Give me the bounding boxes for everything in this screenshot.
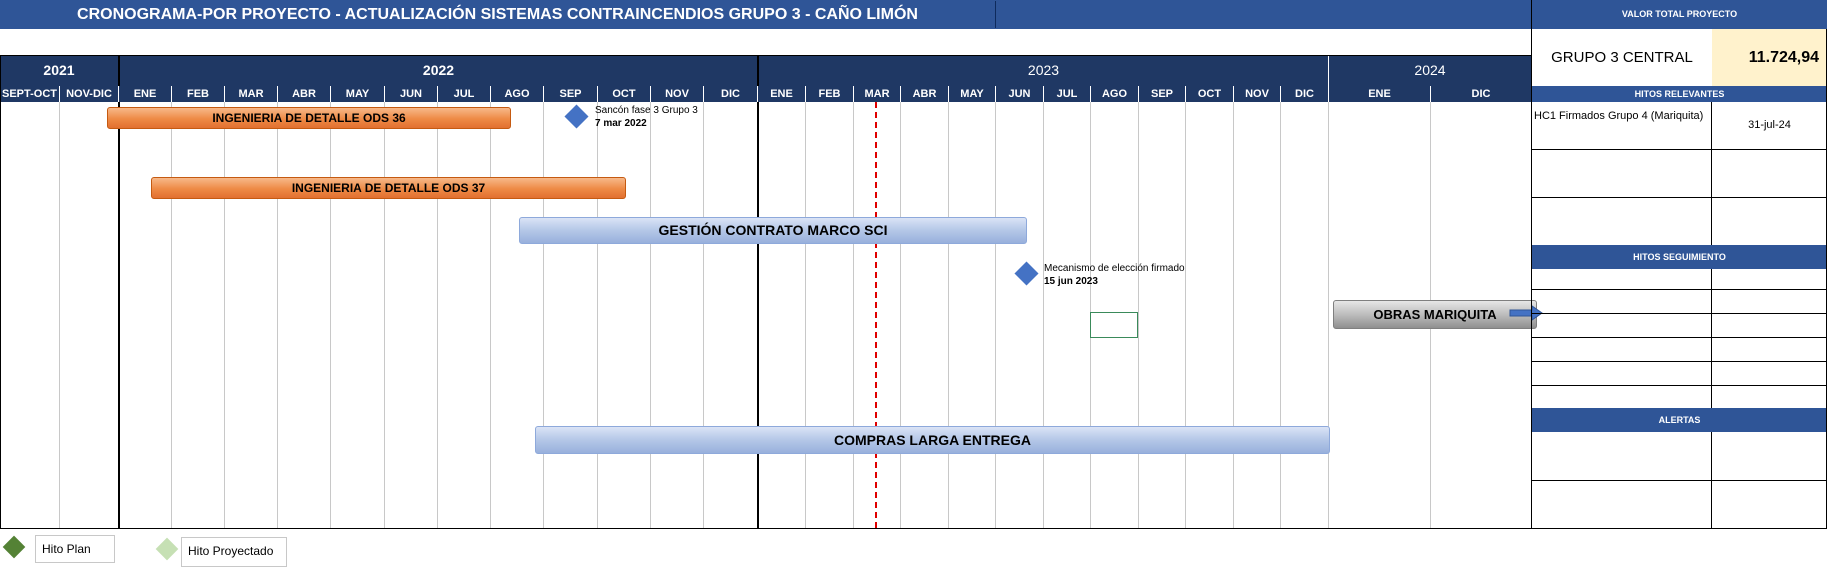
- project-value: 11.724,94: [1712, 29, 1827, 86]
- grid-line: [543, 102, 544, 528]
- today-marker-line: [875, 102, 877, 528]
- grid-line: [948, 102, 949, 528]
- month-header: SEPT-OCT: [0, 86, 59, 102]
- month-header: OCT: [1185, 86, 1233, 102]
- title-divider: [995, 1, 996, 28]
- gantt-bar-compras-larga-entrega[interactable]: COMPRAS LARGA ENTREGA: [535, 426, 1330, 454]
- month-header: AGO: [490, 86, 543, 102]
- month-header: JUL: [1043, 86, 1090, 102]
- hitos-seguimiento-header: HITOS SEGUIMIENTO: [1532, 245, 1827, 269]
- project-name: GRUPO 3 CENTRAL: [1551, 49, 1693, 66]
- milestone-text: Sancón fase 3 Grupo 3: [595, 105, 698, 116]
- month-header: DIC: [1430, 86, 1531, 102]
- page-title: CRONOGRAMA-POR PROYECTO - ACTUALIZACIÓN …: [77, 6, 918, 23]
- grid-line: [597, 102, 598, 528]
- legend-hito-plan: Hito Plan: [35, 535, 115, 563]
- side-panel-row-line: [1532, 385, 1827, 386]
- side-panel-row-line: [1532, 149, 1827, 150]
- milestone-text: Mecanismo de elección firmado: [1044, 263, 1185, 274]
- grid-line: [171, 102, 172, 528]
- grid-line: [1233, 102, 1234, 528]
- year-header-2021: 2021: [0, 55, 118, 86]
- grid-line: [703, 102, 704, 528]
- month-header: JUL: [437, 86, 490, 102]
- grid-line: [490, 102, 491, 528]
- month-header: FEB: [171, 86, 224, 102]
- title-bar: [0, 0, 1531, 29]
- month-header: ABR: [277, 86, 330, 102]
- arrow-right-icon: [1509, 305, 1543, 321]
- side-panel-row-line: [1532, 361, 1827, 362]
- month-header: ENE: [1328, 86, 1430, 102]
- side-panel-divider: [1711, 269, 1712, 408]
- legend-hito-proyectado: Hito Proyectado: [181, 537, 287, 567]
- grid-line: [224, 102, 225, 528]
- month-header: OCT: [597, 86, 650, 102]
- grid-line: [384, 102, 385, 528]
- grid-line: [59, 102, 60, 528]
- month-header: SEP: [1138, 86, 1185, 102]
- month-header: AGO: [1090, 86, 1138, 102]
- grid-line: [1280, 102, 1281, 528]
- side-panel-row-line: [1532, 480, 1827, 481]
- grid-line: [805, 102, 806, 528]
- year-header-2023: 2023: [757, 55, 1328, 86]
- grid-line: [995, 102, 996, 528]
- month-header: NOV-DIC: [59, 86, 118, 102]
- milestone-date: 7 mar 2022: [595, 118, 647, 129]
- month-header: FEB: [805, 86, 853, 102]
- side-panel-row-line: [1532, 197, 1827, 198]
- month-header: DIC: [703, 86, 757, 102]
- month-header: DIC: [1280, 86, 1328, 102]
- valor-total-header: VALOR TOTAL PROYECTO: [1532, 0, 1827, 29]
- side-panel-row-line: [1532, 289, 1827, 290]
- grid-line: [1138, 102, 1139, 528]
- grid-line: [1328, 102, 1329, 528]
- milestone-label: Mecanismo de elección firmado 15 jun 202…: [1044, 262, 1185, 288]
- month-header: NOV: [1233, 86, 1280, 102]
- gantt-bar-contrato-marco[interactable]: GESTIÓN CONTRATO MARCO SCI: [519, 217, 1027, 244]
- hito-plan-diamond-icon: [2, 535, 26, 559]
- month-header: NOV: [650, 86, 703, 102]
- gantt-bar-obras-mariquita[interactable]: OBRAS MARIQUITA: [1333, 300, 1537, 329]
- month-header: MAY: [948, 86, 995, 102]
- hito-relevante-name: HC1 Firmados Grupo 4 (Mariquita): [1534, 110, 1704, 122]
- grid-line: [650, 102, 651, 528]
- month-header: ENE: [118, 86, 171, 102]
- gantt-bar-ods37[interactable]: INGENIERIA DE DETALLE ODS 37: [151, 177, 626, 199]
- grid-line: [437, 102, 438, 528]
- year-header-2022: 2022: [118, 55, 757, 86]
- month-header: ENE: [757, 86, 805, 102]
- gantt-bar-ods36[interactable]: INGENIERIA DE DETALLE ODS 36: [107, 107, 511, 129]
- month-header: ABR: [900, 86, 948, 102]
- grid-line: [1185, 102, 1186, 528]
- year-header-2024: 2024: [1328, 55, 1531, 86]
- month-header: JUN: [384, 86, 437, 102]
- month-header: MAY: [330, 86, 384, 102]
- month-header: JUN: [995, 86, 1043, 102]
- month-header: MAR: [853, 86, 900, 102]
- grid-line: [277, 102, 278, 528]
- grid-line-year: [757, 102, 759, 528]
- month-header: MAR: [224, 86, 277, 102]
- hitos-relevantes-header: HITOS RELEVANTES: [1532, 86, 1827, 102]
- side-panel-row-line: [1532, 337, 1827, 338]
- alertas-header: ALERTAS: [1532, 408, 1827, 432]
- grid-line: [1043, 102, 1044, 528]
- grid-line: [853, 102, 854, 528]
- hito-proyectado-diamond-icon: [155, 537, 179, 561]
- grid-line: [330, 102, 331, 528]
- milestone-date: 15 jun 2023: [1044, 276, 1098, 287]
- side-panel-divider: [1711, 102, 1712, 245]
- side-panel-border: [1531, 528, 1827, 529]
- selected-cell-box[interactable]: [1090, 312, 1138, 338]
- side-panel-row-line: [1532, 313, 1827, 314]
- month-header: SEP: [543, 86, 597, 102]
- side-panel-border: [1531, 0, 1532, 529]
- grid-line-year: [118, 102, 120, 528]
- grid-line: [900, 102, 901, 528]
- milestone-label: Sancón fase 3 Grupo 3 7 mar 2022: [595, 104, 698, 130]
- hito-relevante-date: 31-jul-24: [1748, 119, 1791, 131]
